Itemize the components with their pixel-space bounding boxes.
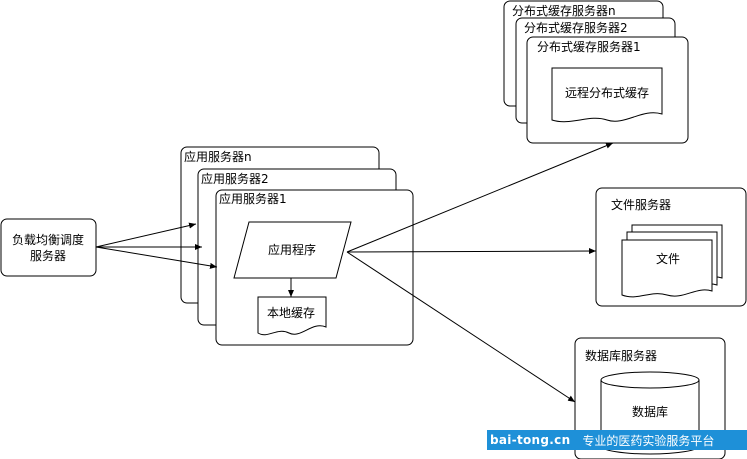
arrow-app-to-file-server [346,248,597,255]
db-server-label: 数据库服务器 [585,348,657,363]
app-program-label: 应用程序 [268,242,316,257]
file-server-label: 文件服务器 [611,197,671,212]
local-cache-label: 本地缓存 [267,306,315,320]
file-doc-label: 文件 [656,251,680,266]
app-program-node: 应用程序 [233,221,352,279]
remote-cache-node: 远程分布式缓存 [551,67,663,123]
arrow-app-to-dist-cache [346,142,614,253]
watermark-text: 专业的医药实验服务平台 [582,433,715,448]
load-balancer-node: 负载均衡调度 服务器 [0,218,97,277]
db-cylinder-top [600,371,700,389]
app-server-2-label: 应用服务器2 [201,171,269,186]
db-label: 数据库 [632,404,668,419]
load-balancer-label-line2: 服务器 [30,248,66,263]
remote-cache-label: 远程分布式缓存 [565,85,649,100]
dist-cache-server-n-label: 分布式缓存服务器n [512,3,616,18]
file-server-node: 文件服务器 文件 [595,187,747,307]
file-doc-front [621,239,713,298]
watermark-site: bai-tong.cn [490,433,571,447]
local-cache-node: 本地缓存 [257,296,327,336]
connectors [95,142,614,403]
watermark-banner: bai-tong.cn 专业的医药实验服务平台 [487,430,747,450]
load-balancer-label-line1: 负载均衡调度 [12,232,84,247]
arrow-app-to-db-server [346,251,576,403]
dist-cache-server-1-label: 分布式缓存服务器1 [537,39,641,54]
arrow-lb-to-app-n [95,222,197,248]
app-server-n-label: 应用服务器n [184,149,252,164]
app-server-1-label: 应用服务器1 [219,191,287,206]
arrow-lb-to-app-1 [95,246,218,269]
dist-cache-server-2-label: 分布式缓存服务器2 [524,20,628,35]
